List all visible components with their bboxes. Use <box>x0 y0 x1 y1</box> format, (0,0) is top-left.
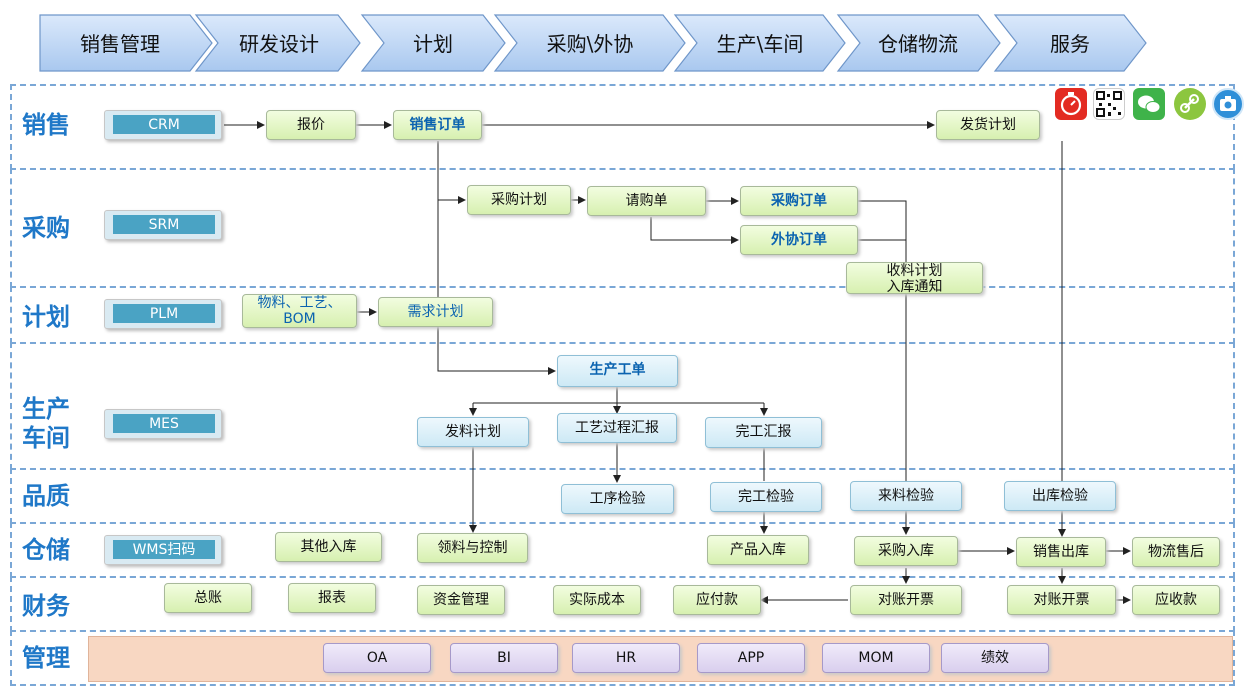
node-line: 物料、工艺、 <box>257 295 342 311</box>
node-issue-plan[interactable]: 发料计划 <box>417 417 529 447</box>
stopwatch-glyph <box>1060 92 1082 116</box>
node-demand-plan[interactable]: 需求计划 <box>378 297 493 327</box>
lane-label-sales: 销售 <box>22 111 70 139</box>
node-other-in[interactable]: 其他入库 <box>275 532 382 562</box>
stage-label[interactable]: 采购\外协 <box>546 32 634 56</box>
node-quote[interactable]: 报价 <box>266 110 356 140</box>
camera-glyph <box>1220 96 1236 111</box>
node-purchase-plan[interactable]: 采购计划 <box>467 185 571 215</box>
stage-chevron-5 <box>673 14 846 72</box>
node-receivable[interactable]: 应收款 <box>1132 585 1220 615</box>
stage-chevron-3 <box>360 14 506 72</box>
stage-chevron-2 <box>194 14 361 72</box>
lane-band-management <box>10 630 1235 686</box>
lane-label-finance: 财务 <box>22 592 70 620</box>
node-line: 入库通知 <box>886 279 943 295</box>
mgmt-mom[interactable]: MOM <box>822 643 930 673</box>
node-sales-out[interactable]: 销售出库 <box>1016 537 1106 567</box>
node-finish-report[interactable]: 完工汇报 <box>705 417 822 448</box>
system-label: MES <box>113 414 215 433</box>
node-logistics[interactable]: 物流售后 <box>1132 537 1220 567</box>
stage-label[interactable]: 研发设计 <box>239 32 319 56</box>
node-report[interactable]: 报表 <box>288 583 376 613</box>
node-ship-plan[interactable]: 发货计划 <box>936 110 1040 140</box>
mgmt-bi[interactable]: BI <box>450 643 558 673</box>
stopwatch-icon[interactable] <box>1055 88 1087 120</box>
wechat-glyph <box>1138 95 1161 113</box>
stage-label[interactable]: 计划 <box>413 32 453 56</box>
stage-label[interactable]: 生产\车间 <box>716 32 804 56</box>
system-label: WMS扫码 <box>113 540 215 559</box>
lane-label-workshop: 车间 <box>22 424 70 452</box>
node-line: BOM <box>283 311 316 327</box>
mgmt-performance[interactable]: 绩效 <box>941 643 1049 673</box>
node-material-bom[interactable]: 物料、工艺、 BOM <box>242 294 357 328</box>
stage-chevron-6 <box>836 14 1001 72</box>
node-receive-plan[interactable]: 收料计划 入库通知 <box>846 262 983 295</box>
node-reconcile-purchase[interactable]: 对账开票 <box>850 585 962 615</box>
system-plm[interactable]: PLM <box>104 299 222 329</box>
node-ledger[interactable]: 总账 <box>164 583 252 613</box>
stage-chevron-7 <box>993 14 1147 72</box>
system-mes[interactable]: MES <box>104 409 222 439</box>
lane-label-plan: 计划 <box>22 303 70 331</box>
system-label: SRM <box>113 215 215 234</box>
system-srm[interactable]: SRM <box>104 210 222 240</box>
link-icon[interactable] <box>1174 88 1206 120</box>
node-work-order[interactable]: 生产工单 <box>557 355 678 387</box>
lane-label-management: 管理 <box>22 644 70 672</box>
camera-icon[interactable] <box>1212 88 1244 120</box>
system-label: PLM <box>113 304 215 323</box>
node-incoming-inspect[interactable]: 来料检验 <box>850 481 962 511</box>
node-outgoing-inspect[interactable]: 出库检验 <box>1004 481 1116 511</box>
system-wms[interactable]: WMS扫码 <box>104 535 222 565</box>
mgmt-hr[interactable]: HR <box>572 643 680 673</box>
lane-label-warehouse: 仓储 <box>22 536 70 564</box>
lane-label-purchase: 采购 <box>22 214 70 242</box>
link-glyph <box>1180 94 1199 113</box>
wechat-icon[interactable] <box>1133 88 1165 120</box>
node-finish-inspect[interactable]: 完工检验 <box>710 482 822 512</box>
system-crm[interactable]: CRM <box>104 110 222 140</box>
stage-chevron-1 <box>39 14 213 72</box>
node-purchase-order[interactable]: 采购订单 <box>740 186 858 216</box>
stage-label[interactable]: 仓储物流 <box>878 32 958 56</box>
node-line: 收料计划 <box>886 263 943 279</box>
stage-label[interactable]: 销售管理 <box>80 32 160 56</box>
node-payable[interactable]: 应付款 <box>673 585 761 615</box>
node-actual-cost[interactable]: 实际成本 <box>553 585 641 615</box>
node-purchase-in[interactable]: 采购入库 <box>854 536 958 566</box>
stage-chevron-4 <box>493 14 686 72</box>
node-process-report[interactable]: 工艺过程汇报 <box>557 413 677 443</box>
node-process-inspect[interactable]: 工序检验 <box>561 484 674 514</box>
node-outsource-order[interactable]: 外协订单 <box>740 225 858 255</box>
node-funds[interactable]: 资金管理 <box>417 585 505 615</box>
mgmt-oa[interactable]: OA <box>323 643 431 673</box>
qr-code-icon[interactable] <box>1093 88 1125 120</box>
node-product-in[interactable]: 产品入库 <box>707 535 809 565</box>
node-requisition[interactable]: 请购单 <box>587 186 706 216</box>
node-reconcile-sales[interactable]: 对账开票 <box>1007 585 1116 615</box>
node-sales-order[interactable]: 销售订单 <box>393 110 482 140</box>
qr-glyph <box>1096 91 1122 117</box>
stage-chevrons <box>39 14 1147 72</box>
system-label: CRM <box>113 115 215 134</box>
stage-label[interactable]: 服务 <box>1050 32 1090 56</box>
mgmt-app[interactable]: APP <box>697 643 805 673</box>
lane-label-production: 生产 <box>22 395 70 423</box>
lane-label-quality: 品质 <box>22 482 70 510</box>
node-pick-control[interactable]: 领料与控制 <box>417 533 528 563</box>
